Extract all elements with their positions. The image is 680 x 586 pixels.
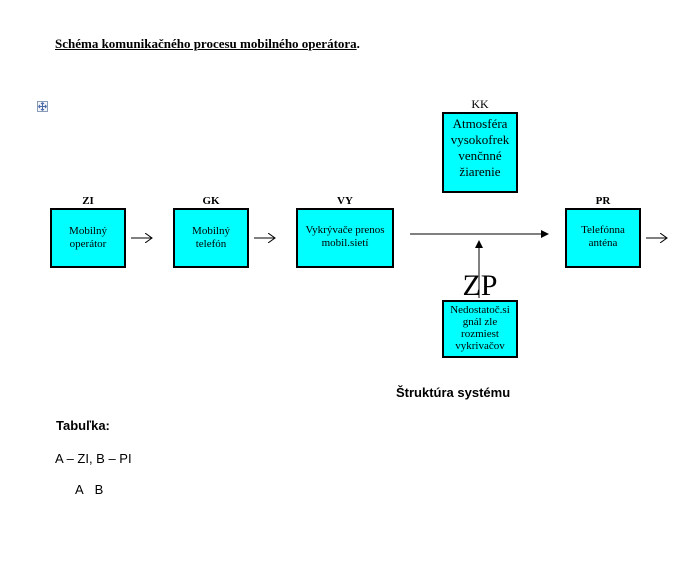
node-code-pr: PR: [595, 195, 611, 207]
node-pr-line-1: Telefónna: [581, 224, 625, 236]
legend-text: A – ZI, B – PI: [55, 451, 132, 466]
node-code-kk: KK: [471, 97, 489, 111]
table-label: Tabuľka:: [56, 418, 110, 433]
structure-subtitle: Štruktúra systému: [396, 385, 511, 400]
node-kk-line-4: žiarenie: [459, 164, 501, 179]
node-zp-line-4: vykrivačov: [455, 340, 505, 352]
node-pr-line-2: anténa: [588, 237, 618, 249]
node-zi-line-2: operátor: [69, 238, 107, 250]
node-vy-line-1: Vykrývače prenos: [305, 224, 385, 236]
node-code-zi: ZI: [82, 195, 94, 207]
node-zi-line-1: Mobilný: [69, 225, 107, 237]
diagram-title-text: Schéma komunikačného procesu mobilného o…: [55, 36, 357, 51]
node-zp-line-1: Nedostatoč.si: [450, 304, 510, 316]
node-kk-line-3: venčnné: [458, 148, 502, 163]
node-code-gk: GK: [202, 195, 220, 207]
node-gk-line-1: Mobilný: [192, 225, 230, 237]
node-code-vy: VY: [337, 195, 353, 207]
node-kk-line-2: vysokofrek: [450, 132, 510, 147]
move-cross-icon[interactable]: [37, 101, 48, 112]
node-gk-line-2: telefón: [195, 238, 227, 250]
diagram-title-period: .: [356, 36, 360, 51]
node-code-zp: ZP: [462, 269, 498, 302]
node-kk-line-1: Atmosféra: [452, 116, 508, 131]
node-zp-line-2: gnál zle: [462, 316, 498, 328]
diagram-title: Schéma komunikačného procesu mobilného o…: [55, 36, 360, 52]
ab-labels: A B: [75, 482, 104, 497]
node-vy-line-2: mobil.sietí: [321, 237, 369, 249]
node-zp-line-3: rozmiest: [461, 328, 499, 340]
